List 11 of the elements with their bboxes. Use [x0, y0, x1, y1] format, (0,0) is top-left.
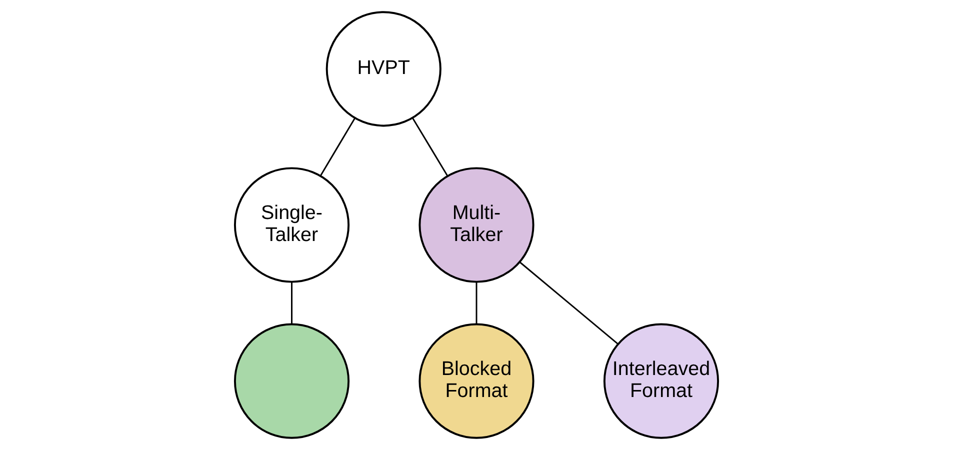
connector — [320, 118, 356, 176]
node-circle — [234, 323, 350, 439]
connector — [412, 118, 448, 176]
connector — [519, 262, 618, 344]
node-circle: HVPT — [326, 11, 442, 127]
node-circle: Multi-Talker — [418, 167, 534, 283]
connector — [476, 282, 478, 324]
node-circle: Single-Talker — [234, 167, 350, 283]
connector — [291, 282, 292, 324]
node-circle: Interleaved Format — [603, 323, 720, 439]
node-circle: Blocked Format — [418, 323, 534, 439]
